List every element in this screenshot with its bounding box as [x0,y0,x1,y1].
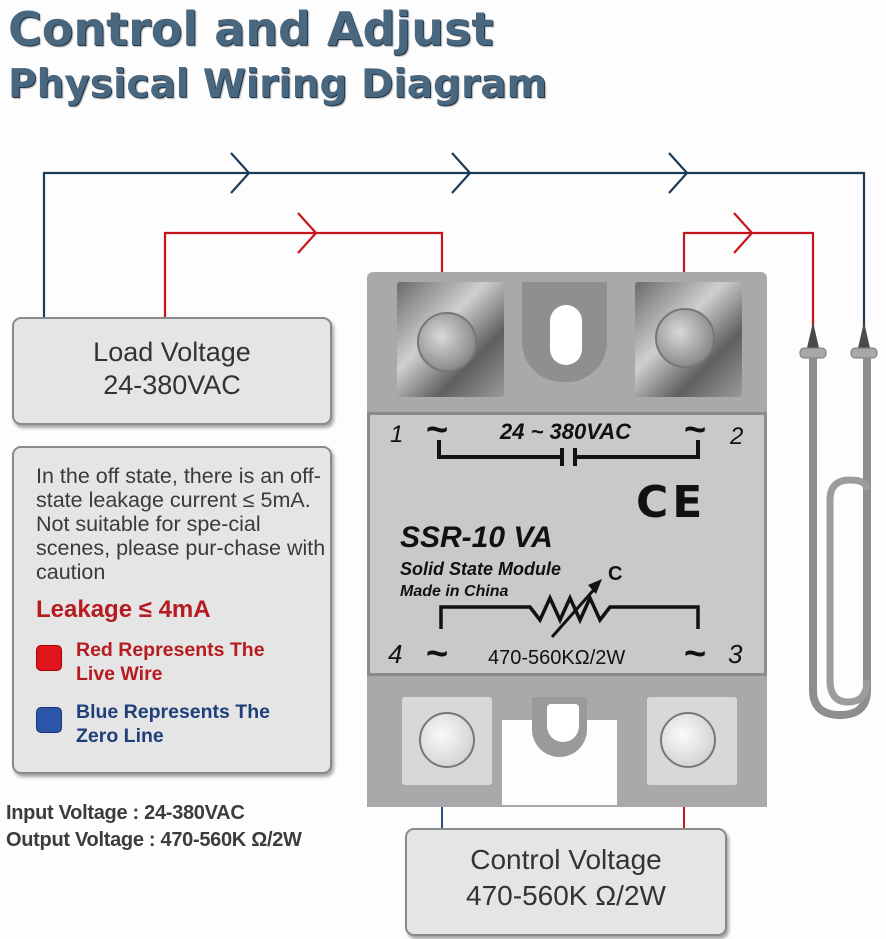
load-voltage-box: Load Voltage 24-380VAC [12,317,332,425]
zero-arrow-icon [668,152,689,194]
leakage-value: Leakage ≤ 4mA [36,596,211,623]
control-voltage-value: 470-560K Ω/2W [466,880,666,911]
output-voltage-spec: Output Voltage : 470-560K Ω/2W [6,829,302,851]
zero-line-wire [42,171,866,345]
legend-item-live: Red Represents The Live Wire [36,638,330,686]
top-circuit-line [437,440,560,459]
page-title: Control and Adjust [8,2,494,56]
screw-icon [660,712,716,768]
blue-swatch-icon [36,707,62,733]
module-type: Solid State Module [400,559,562,579]
relay-schematic [437,440,700,638]
model-name: SSR-10 VA [400,521,553,554]
load-voltage-title: Load Voltage [93,337,251,367]
mount-hole-top [550,305,582,365]
tilde-icon: ~ [426,409,449,451]
screw-icon [417,312,477,372]
legend-zero-label: Blue Represents The Zero Line [76,701,270,747]
legend-live-label: Red Represents The Live Wire [76,639,265,685]
tilde-icon: ~ [684,633,707,675]
tilde-icon: ~ [426,633,449,675]
legend-item-zero: Blue Represents The Zero Line [36,700,330,748]
variant-mark: C [608,563,623,585]
info-box: In the off state, there is an off-state … [12,446,332,774]
tilde-icon: ~ [684,409,707,451]
terminal-2-label: 2 [730,423,744,450]
control-voltage-box: Control Voltage 470-560K Ω/2W [405,828,727,936]
relay-label-plate: 1 ~ 24 ~ 380VAC ~ 2 CE SSR-10 VA Solid S… [367,409,767,676]
zero-arrow-icon [451,152,472,194]
origin-text: Made in China [400,583,509,600]
screw-icon [419,712,475,768]
mount-hole-bottom-opening [547,704,579,742]
input-voltage-spec: Input Voltage : 24-380VAC [6,802,245,824]
live-arrow-icon [297,212,318,254]
terminal-3-label: 3 [728,639,743,669]
page-subtitle: Physical Wiring Diagram [8,62,548,107]
load-rating: 24 ~ 380VAC [500,419,632,444]
resistor-rating: 470-560KΩ/2W [488,647,626,669]
terminal-4-label: 4 [388,639,403,669]
terminal-1-label: 1 [390,421,404,448]
screw-icon [655,308,715,368]
control-voltage-title: Control Voltage [470,844,662,875]
solid-state-relay: 1 ~ 24 ~ 380VAC ~ 2 CE SSR-10 VA Solid S… [367,272,767,807]
potentiometer-arrowhead-icon [588,579,602,594]
red-swatch-icon [36,645,62,671]
leakage-warning-text: In the off state, there is an off-state … [36,464,326,584]
load-voltage-value: 24-380VAC [103,370,241,400]
live-arrow-icon [733,212,754,254]
potentiometer-arrow-icon [550,584,600,638]
ce-mark-icon: CE [636,477,707,528]
top-circuit-line [577,440,700,459]
heating-element-icon [799,322,878,720]
bottom-circuit-line [439,593,700,629]
zero-arrow-icon [230,152,251,194]
